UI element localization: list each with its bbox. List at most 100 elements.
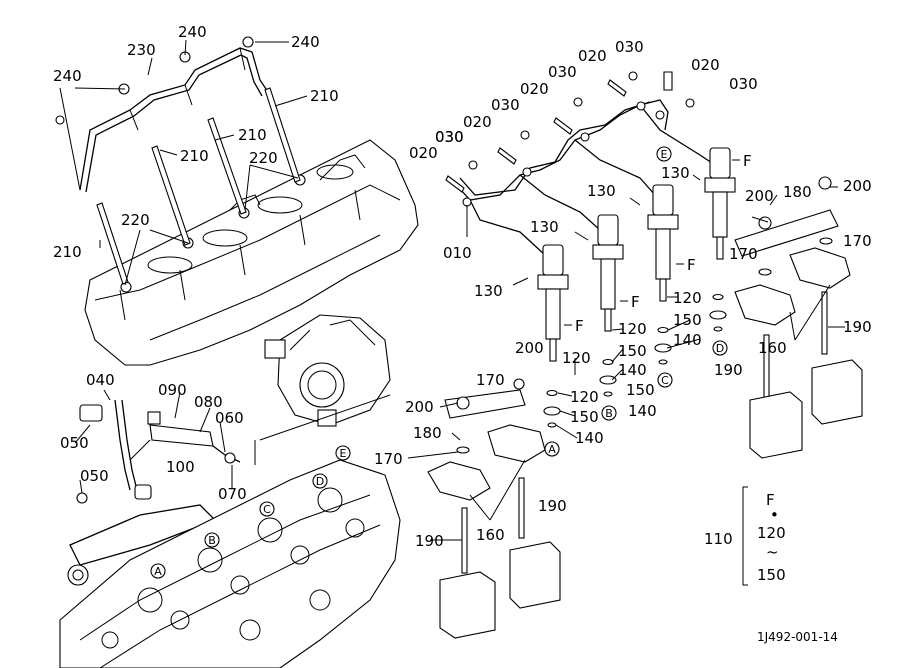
label-200: 200 [405, 398, 434, 416]
label-220: 220 [121, 211, 150, 229]
label-240: 240 [178, 23, 207, 41]
label-080: 080 [194, 393, 223, 411]
callout-d: D [712, 340, 728, 356]
label-130: 130 [587, 182, 616, 200]
label-020: 020 [691, 56, 720, 74]
nozzle-holders-160 [427, 247, 851, 501]
f-label: F [575, 317, 584, 335]
label-190: 190 [538, 497, 567, 515]
label-190: 190 [714, 361, 743, 379]
f-label: F [687, 256, 696, 274]
label-190: 190 [415, 532, 444, 550]
callout-b: B [601, 405, 617, 421]
f-label: F [631, 293, 640, 311]
label-070: 070 [218, 485, 247, 503]
label-140: 140 [673, 331, 702, 349]
label-030: 030 [435, 128, 464, 146]
label-120: 120 [673, 289, 702, 307]
label-220: 220 [249, 149, 278, 167]
label-030: 030 [548, 63, 577, 81]
label-020: 020 [409, 144, 438, 162]
label-160: 160 [476, 526, 505, 544]
injector-4 [704, 147, 736, 260]
svg-text:D: D [716, 342, 724, 355]
seal-washers [543, 293, 727, 428]
label-150: 150 [570, 408, 599, 426]
callout-c: C [657, 372, 673, 388]
legend-end: 150 [757, 566, 786, 584]
svg-text:A: A [548, 443, 556, 456]
label-240: 240 [291, 33, 320, 51]
label-150: 150 [626, 381, 655, 399]
label-120: 120 [570, 388, 599, 406]
circled-letters: A B C D E E D C B A [150, 146, 728, 579]
label-180: 180 [413, 424, 442, 442]
f-label: F [743, 152, 752, 170]
label-210: 210 [180, 147, 209, 165]
svg-text:A: A [154, 565, 162, 578]
drawing-number: 1J492-001-14 [757, 630, 838, 644]
svg-text:E: E [340, 447, 347, 460]
f-label: F [766, 491, 775, 509]
glow-plugs-210 [96, 87, 301, 285]
legend-tilde: ~ [766, 543, 779, 561]
f-labels: F F F F F [575, 152, 775, 509]
injector-2 [592, 214, 624, 332]
label-060: 060 [215, 409, 244, 427]
label-170: 170 [476, 371, 505, 389]
cylinder-head [59, 459, 401, 668]
label-210: 210 [310, 87, 339, 105]
injection-pump [259, 314, 391, 441]
label-210: 210 [53, 243, 82, 261]
stud-blocks [439, 359, 863, 639]
callout-b: B [204, 532, 220, 548]
svg-text:C: C [661, 374, 669, 387]
label-040: 040 [86, 371, 115, 389]
label-020: 020 [578, 47, 607, 65]
label-240: 240 [53, 67, 82, 85]
injector-1 [537, 244, 569, 362]
label-140: 140 [628, 402, 657, 420]
label-170: 170 [374, 450, 403, 468]
callout-a: A [544, 441, 560, 457]
callout-e: E [335, 445, 351, 461]
svg-text:B: B [208, 534, 216, 547]
injectors [537, 147, 736, 362]
label-230: 230 [127, 41, 156, 59]
assembly-legend: F • 120 ~ 150 [757, 506, 786, 584]
svg-text:B: B [605, 407, 613, 420]
label-170: 170 [729, 245, 758, 263]
label-050: 050 [80, 467, 109, 485]
cylinder-head-cover [84, 139, 419, 366]
label-030: 030 [491, 96, 520, 114]
legend-dot: • [770, 506, 779, 524]
injector-3 [647, 184, 679, 302]
label-050: 050 [60, 434, 89, 452]
label-130: 130 [661, 164, 690, 182]
label-180: 180 [783, 183, 812, 201]
label-200: 200 [515, 339, 544, 357]
label-130: 130 [474, 282, 503, 300]
label-030: 030 [729, 75, 758, 93]
label-140: 140 [618, 361, 647, 379]
svg-text:E: E [661, 148, 668, 161]
callout-c: C [259, 501, 275, 517]
label-190: 190 [843, 318, 872, 336]
callout-e: E [656, 146, 672, 162]
studs-190 [461, 291, 828, 574]
label-200: 200 [843, 177, 872, 195]
label-120: 120 [618, 320, 647, 338]
f-label-markers [564, 159, 740, 326]
label-130: 130 [530, 218, 559, 236]
label-140: 140 [575, 429, 604, 447]
svg-text:D: D [316, 475, 324, 488]
legend-bracket [742, 486, 748, 586]
callout-a: A [150, 563, 166, 579]
label-170: 170 [843, 232, 872, 250]
label-010: 010 [443, 244, 472, 262]
nozzle-clamps [444, 176, 839, 454]
label-200: 200 [745, 187, 774, 205]
label-210: 210 [238, 126, 267, 144]
